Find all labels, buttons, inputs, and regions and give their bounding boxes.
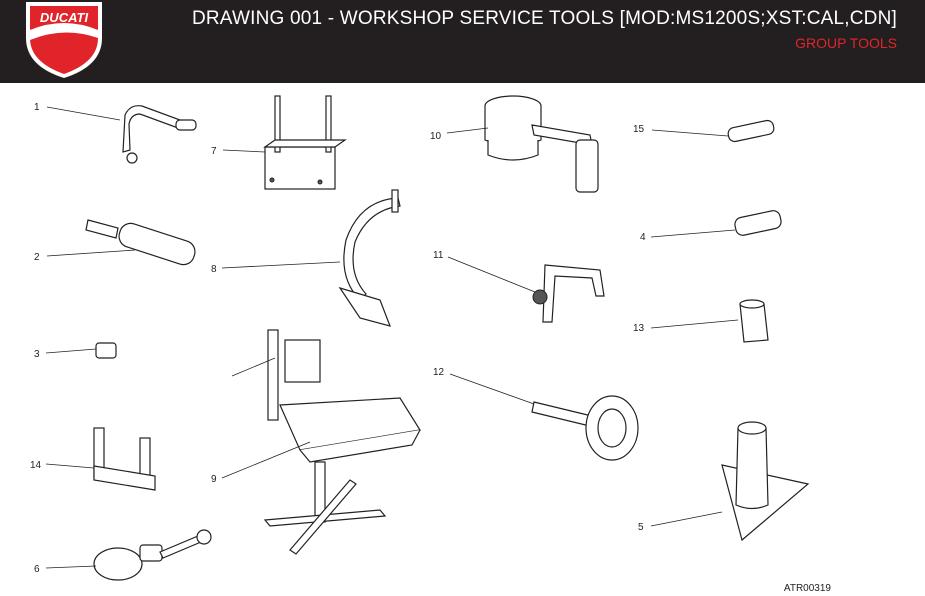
part-1-pin-tool — [122, 105, 197, 164]
callout-10: 10 — [430, 131, 442, 142]
part-12-ring-holder — [531, 395, 639, 461]
part-13-collet — [739, 299, 769, 343]
callout-15: 15 — [633, 124, 645, 135]
callout-14: 14 — [30, 460, 42, 471]
part-3-small-nut — [95, 342, 117, 359]
callout-7: 7 — [211, 146, 217, 157]
callout-2: 2 — [34, 252, 40, 263]
part-5-tripod-base — [721, 421, 810, 542]
callout-11: 11 — [433, 250, 444, 261]
callout-9: 9 — [211, 474, 217, 485]
callout-3: 3 — [34, 349, 40, 360]
part-6-strap-wrench — [93, 529, 212, 581]
part-11-locking-bracket — [532, 264, 605, 323]
part-14-plate-bracket — [93, 427, 156, 491]
part-2-handled-puller — [85, 219, 196, 266]
callout-8: 8 — [211, 264, 217, 275]
drawing-reference-code: ATR00319 — [783, 583, 831, 594]
header-bar: DUCATI DRAWING 001 - WORKSHOP SERVICE TO… — [0, 0, 925, 83]
leader-lines — [45, 106, 739, 569]
part-4-knurled-grip — [734, 210, 782, 236]
callout-13: 13 — [633, 323, 645, 334]
part-15-threaded-adapter — [727, 119, 775, 143]
group-link[interactable]: GROUP TOOLS — [795, 35, 897, 51]
callout-4: 4 — [640, 232, 646, 243]
logo-wordmark: DUCATI — [40, 10, 89, 25]
part-7-pin-plate — [263, 95, 347, 190]
drawing-title: DRAWING 001 - WORKSHOP SERVICE TOOLS [MO… — [191, 8, 897, 29]
part-10-flywheel-tool — [484, 95, 599, 193]
callout-12: 12 — [433, 367, 445, 378]
callout-1: 1 — [34, 102, 40, 113]
part-9-engine-stand — [231, 329, 421, 555]
part-8-c-bracket — [338, 189, 401, 327]
ducati-logo-icon: DUCATI — [26, 2, 102, 78]
callout-5: 5 — [638, 522, 644, 533]
exploded-parts-diagram: 1 2 3 14 6 7 8 9 10 11 12 15 4 13 5 — [30, 95, 810, 581]
callout-6: 6 — [34, 564, 40, 575]
